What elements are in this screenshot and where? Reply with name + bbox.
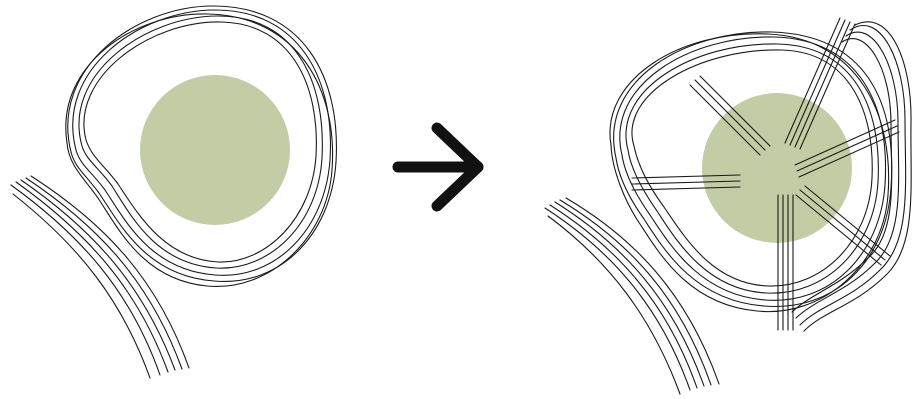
before-panel bbox=[11, 6, 336, 378]
green-core-circle bbox=[702, 93, 852, 243]
curved-edge-lines bbox=[545, 198, 719, 394]
curved-edge-lines bbox=[11, 176, 189, 378]
arrow-right-icon bbox=[398, 128, 478, 206]
green-core-circle bbox=[140, 75, 290, 225]
after-panel bbox=[545, 18, 911, 394]
